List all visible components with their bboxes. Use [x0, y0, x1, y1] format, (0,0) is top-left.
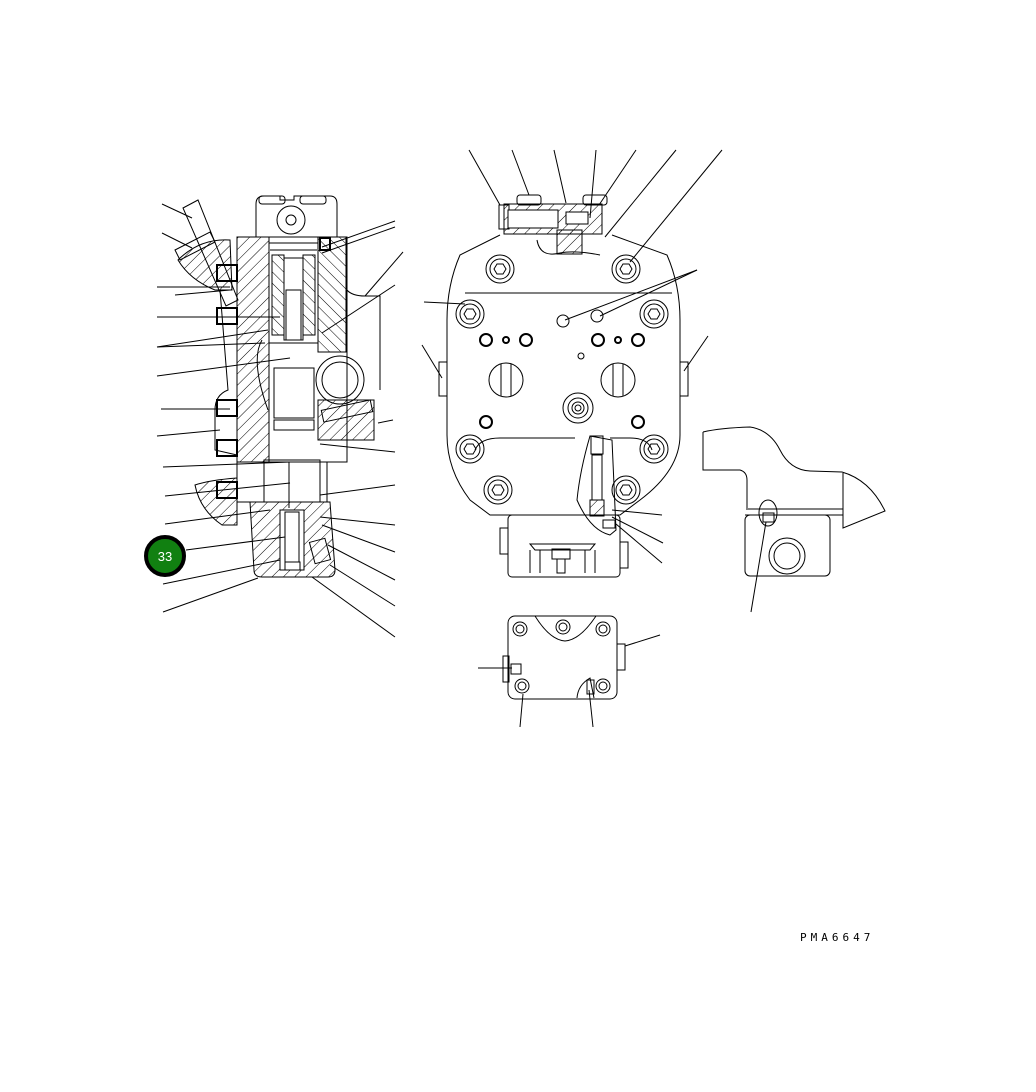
callout-badge-33[interactable]: 33 — [144, 535, 186, 577]
leader-lines-bottom — [478, 634, 661, 728]
bolt-heads — [455, 254, 669, 505]
end-view — [702, 426, 886, 613]
side-section-view — [174, 195, 381, 578]
front-view — [438, 194, 689, 578]
drawing-code: PMA6647 — [800, 931, 875, 944]
leader-lines-front — [421, 149, 723, 564]
bottom-view — [502, 615, 626, 700]
leader-lines-left — [156, 203, 404, 638]
